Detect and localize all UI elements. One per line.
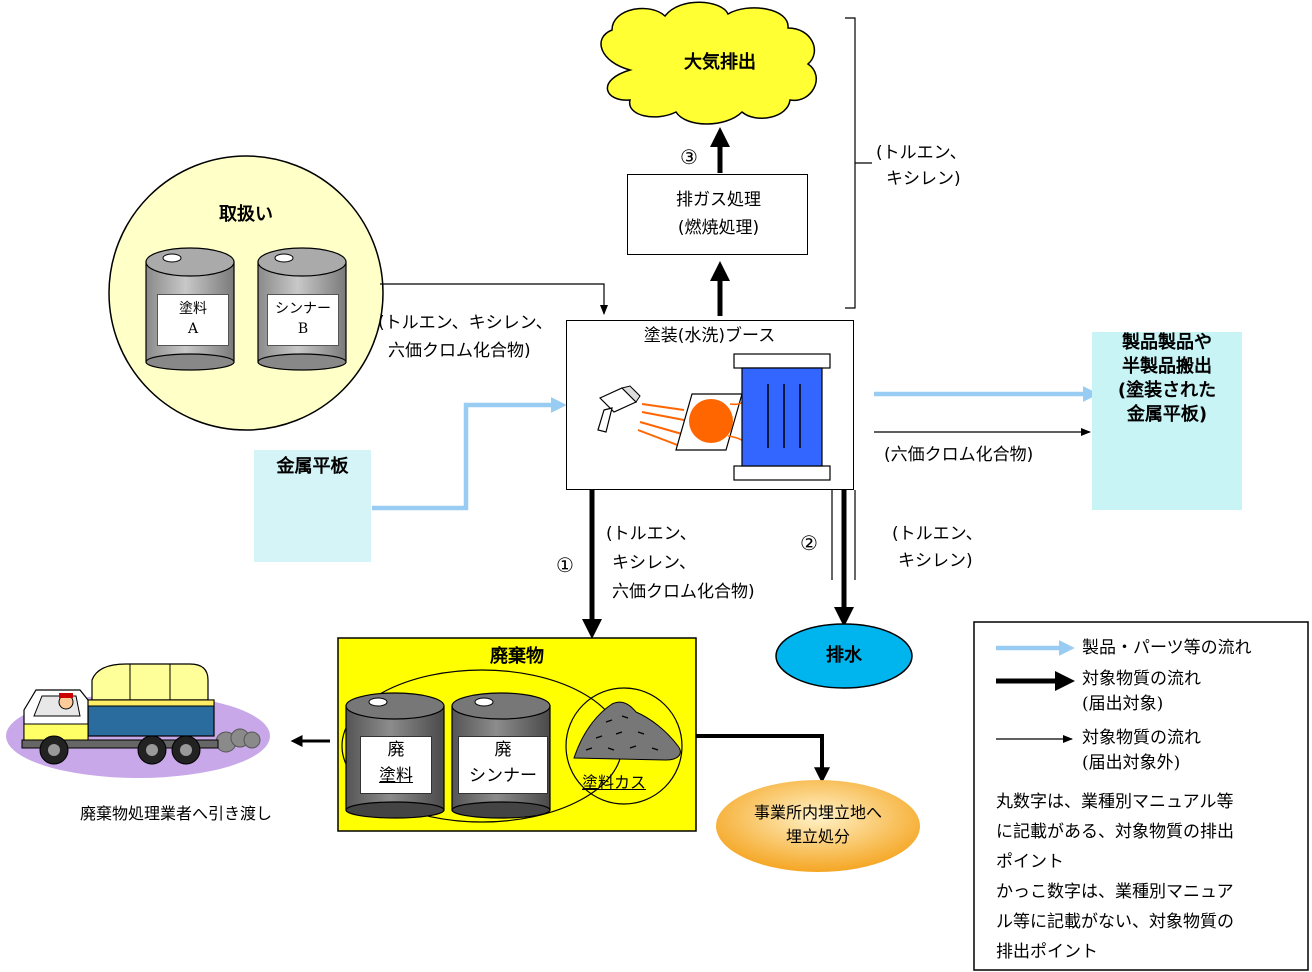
water-curtain-icon: [733, 353, 831, 481]
can-b-line1: シンナー: [275, 301, 331, 317]
can-a-line1: 塗料: [179, 301, 207, 317]
metal-to-booth-arrow: [372, 397, 567, 511]
waste-to-landfill-arrow: [696, 734, 830, 784]
waste-paint-line2: 塗料: [379, 766, 413, 786]
product-line2: 半製品搬出: [1122, 356, 1212, 377]
metal-plate-box: 金属平板: [254, 450, 371, 562]
point-1-number: ①: [556, 553, 574, 577]
legend-note2-line1: かっこ数字は、業種別マニュア: [996, 882, 1234, 902]
point-2-line2: キシレン): [898, 551, 973, 571]
can-a-label: 塗料 A: [157, 294, 229, 346]
point-2-number: ②: [800, 531, 818, 555]
handling-to-booth-arrow: [380, 283, 608, 315]
landfill-line2: 埋立処分: [785, 827, 850, 846]
legend-note1-line2: に記載がある、対象物質の排出: [996, 822, 1234, 842]
bracket-text-line1: (トルエン、: [876, 143, 967, 163]
paint-sludge-icon: [573, 701, 681, 761]
point-1-line1: (トルエン、: [606, 524, 697, 544]
painted-panel-icon: [675, 393, 751, 451]
bracket: [845, 17, 856, 309]
exhaust-line1: 排ガス処理: [676, 190, 761, 210]
exhaust-treatment-box: 排ガス処理 (燃焼処理): [627, 174, 808, 255]
sludge-label: 塗料カス: [582, 773, 647, 792]
drain-label: 排水: [826, 645, 862, 666]
legend-item1: 製品・パーツ等の流れ: [1082, 638, 1252, 658]
point-1-line3: 六価クロム化合物): [612, 582, 755, 602]
input-substances-line1: (トルエン、キシレン、: [378, 313, 553, 333]
legend-item3-line1: 対象物質の流れ: [1082, 728, 1201, 748]
truck-icon: [6, 663, 270, 778]
legend-note2-line2: ル等に記載がない、対象物質の: [996, 912, 1234, 932]
legend-note1-line1: 丸数字は、業種別マニュアル等: [996, 792, 1234, 812]
drain-ellipse: [775, 623, 913, 689]
metal-label: 金属平板: [276, 456, 349, 477]
legend-item2-line1: 対象物質の流れ: [1082, 669, 1201, 689]
painting-booth-box: 塗装(水洗)ブース: [566, 320, 854, 490]
cloud-label: 大気排出: [684, 52, 756, 73]
input-substances-line2: 六価クロム化合物): [388, 341, 531, 361]
point-3-number: ③: [680, 145, 698, 169]
legend-note2-line3: 排出ポイント: [996, 942, 1098, 962]
legend-item2-line2: (届出対象): [1082, 694, 1164, 714]
product-flow-substance: (六価クロム化合物): [884, 445, 1034, 465]
product-line1: 製品製品や: [1122, 332, 1212, 353]
can-b-label: シンナー B: [267, 294, 339, 346]
waste-thinner-label: 廃 シンナー: [458, 736, 548, 794]
booth-label: 塗装(水洗)ブース: [643, 326, 776, 346]
legend-item3-line2: (届出対象外): [1082, 753, 1181, 773]
waste-paint-line1: 廃: [387, 740, 405, 760]
can-b-line2: B: [297, 321, 309, 337]
waste-paint-label: 廃 塗料: [360, 736, 432, 794]
exhaust-line2: (燃焼処理): [677, 218, 760, 238]
landfill-ellipse: [716, 780, 920, 872]
waste-title: 廃棄物: [490, 646, 544, 667]
product-line4: 金属平板): [1126, 404, 1208, 425]
truck-caption: 廃棄物処理業者へ引き渡し: [80, 804, 273, 823]
point-2-line1: (トルエン、: [892, 524, 983, 544]
spray-gun-icon: [597, 385, 685, 447]
waste-thinner-line1: 廃: [494, 740, 512, 760]
handling-title: 取扱い: [219, 204, 273, 225]
product-line3: (塗装された: [1117, 380, 1217, 401]
point-1-line2: キシレン、: [612, 553, 696, 573]
can-a-line2: A: [187, 321, 199, 337]
cloud-shape: [600, 1, 817, 125]
landfill-line1: 事業所内埋立地へ: [753, 803, 882, 822]
legend-note1-line3: ポイント: [996, 852, 1064, 872]
bracket-text-line2: キシレン): [886, 169, 961, 189]
waste-thinner-line2: シンナー: [469, 766, 537, 786]
product-box: 製品製品や 半製品搬出 (塗装された 金属平板): [1092, 332, 1242, 510]
